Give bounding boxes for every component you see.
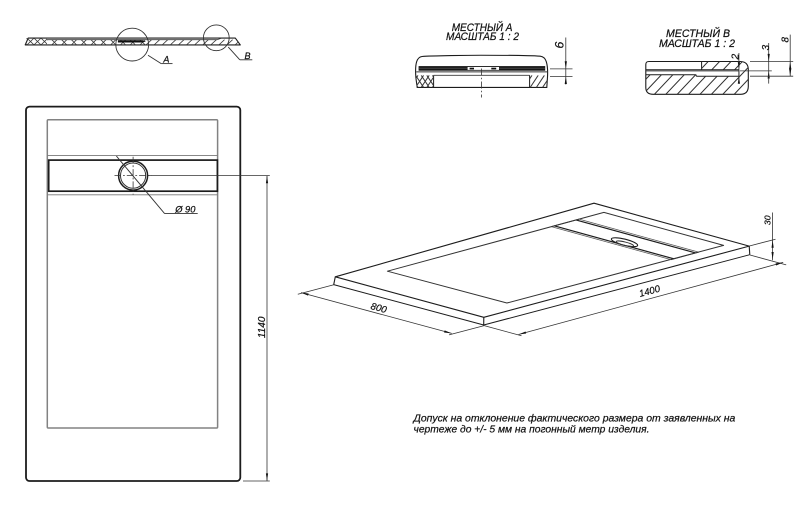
svg-text:3: 3 — [761, 44, 772, 50]
svg-text:МАСШТАБ 1 : 2: МАСШТАБ 1 : 2 — [446, 31, 519, 43]
svg-text:6: 6 — [552, 42, 566, 49]
svg-text:A: A — [162, 55, 169, 65]
svg-text:1140: 1140 — [257, 316, 268, 338]
svg-text:чертеже до +/- 5 мм на погонны: чертеже до +/- 5 мм на погонный метр изд… — [414, 425, 650, 436]
svg-text:8: 8 — [780, 37, 791, 43]
svg-text:30: 30 — [762, 215, 772, 225]
svg-text:Допуск на отклонение фактическ: Допуск на отклонение фактического размер… — [413, 412, 736, 424]
svg-text:Ø 90: Ø 90 — [174, 204, 196, 214]
svg-text:МЕСТНЫЙ В: МЕСТНЫЙ В — [666, 27, 730, 40]
svg-text:МАСШТАБ 1 : 2: МАСШТАБ 1 : 2 — [659, 38, 735, 50]
svg-text:2: 2 — [731, 53, 742, 60]
svg-text:МЕСТНЫЙ А: МЕСТНЫЙ А — [452, 21, 513, 34]
svg-text:800: 800 — [369, 301, 388, 316]
svg-text:B: B — [244, 51, 250, 61]
